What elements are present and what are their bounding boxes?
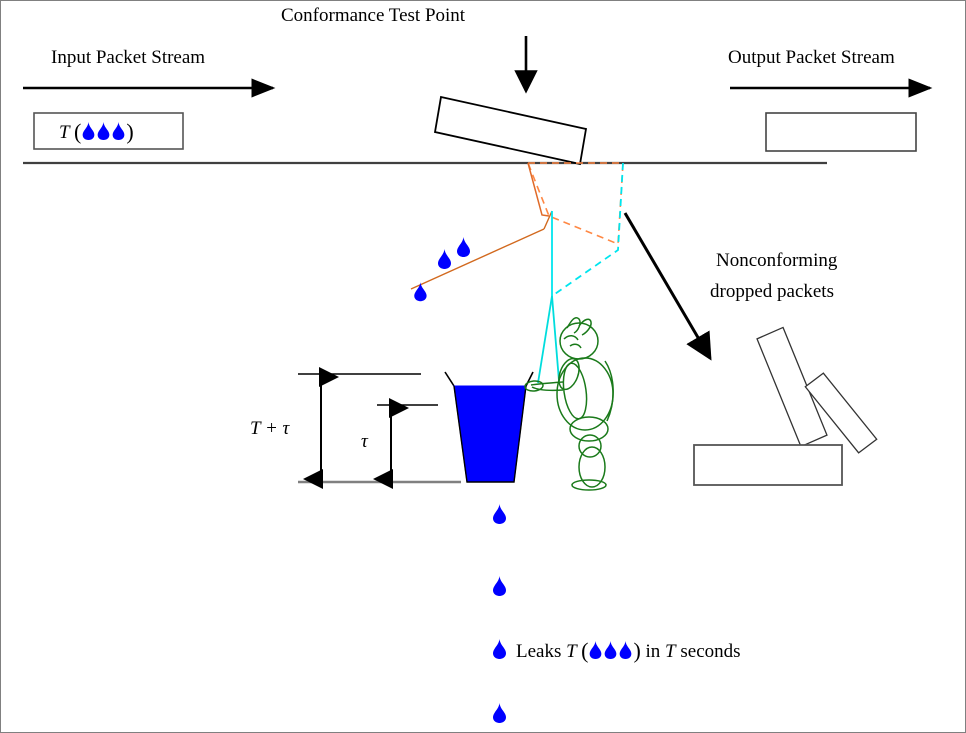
bucket-capacity-label: T + τ (250, 418, 290, 439)
leak-T-symbol: T (566, 641, 577, 662)
input-packet-stream-label: Input Packet Stream (51, 47, 206, 68)
conformance-test-point-label: Conformance Test Point (281, 5, 466, 26)
bucket-tolerance-measure (373, 398, 438, 489)
packet-trail-orange (410, 162, 624, 290)
droplet-icon (604, 641, 617, 659)
output-packet-box (765, 112, 917, 152)
open-paren: ( (69, 119, 82, 144)
input-box-content: T ( ) (59, 119, 134, 144)
droplet-icon (589, 641, 602, 659)
input-box-T-symbol: T (59, 122, 70, 143)
nonconforming-label-line1: Nonconforming (716, 250, 838, 271)
input-packet-box (33, 112, 184, 150)
dropped-packet-box-1 (756, 326, 828, 448)
droplet-stream-below-bucket (493, 504, 506, 723)
droplet-icon (82, 122, 95, 140)
bucket-capacity-measure (298, 367, 461, 489)
open-paren: ( (576, 638, 589, 663)
leak-unit-text: seconds (680, 641, 741, 662)
nonconforming-arrow (623, 212, 712, 361)
close-paren: ) (126, 119, 134, 144)
close-paren: ) (633, 638, 641, 663)
leak-prefix-text: Leaks (516, 641, 562, 662)
leak-suffix-text: in (645, 641, 661, 662)
bucket-tolerance-label: τ (361, 431, 368, 452)
packet-at-test-point (433, 95, 588, 166)
output-packet-stream-label: Output Packet Stream (728, 47, 895, 68)
dropped-packet-box-2 (804, 372, 878, 454)
droplet-stream-above-bucket (414, 237, 470, 302)
leak-T2-symbol: T (665, 641, 676, 662)
leaky-bucket (444, 371, 534, 483)
nonconforming-label-line2: dropped packets (710, 281, 834, 302)
stick-figure-person (524, 316, 614, 491)
leak-rate-caption: Leaks T ( ) in T seconds (516, 638, 741, 663)
packet-trail-cyan (537, 162, 624, 384)
droplet-icon (112, 122, 125, 140)
droplet-icon (97, 122, 110, 140)
dropped-packet-box-3 (693, 444, 843, 486)
droplet-icon (619, 641, 632, 659)
